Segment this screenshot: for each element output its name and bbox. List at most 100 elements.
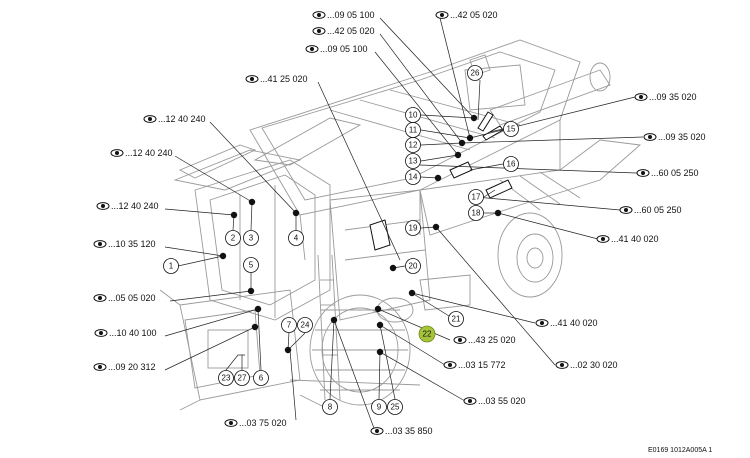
eye-icon bbox=[453, 336, 467, 344]
marker-10: 10 bbox=[405, 107, 421, 123]
leader-line bbox=[411, 292, 536, 324]
svg-text:21: 21 bbox=[452, 315, 461, 324]
leader-line bbox=[225, 354, 245, 371]
leader-line bbox=[420, 129, 471, 139]
leader-line bbox=[483, 189, 496, 198]
callout-text: ...03 15 772 bbox=[458, 360, 506, 370]
leader-line bbox=[378, 351, 381, 400]
callout: ...10 40 100 bbox=[94, 328, 157, 338]
leader-line bbox=[469, 96, 636, 139]
marker-12: 12 bbox=[405, 137, 421, 153]
callout-text: ...09 35 020 bbox=[649, 92, 697, 102]
marker-27: 27 bbox=[234, 370, 250, 386]
marker-18: 18 bbox=[468, 205, 484, 221]
callout: ...12 40 240 bbox=[110, 148, 173, 158]
decal-26 bbox=[477, 111, 494, 132]
marker-16: 16 bbox=[503, 156, 519, 172]
eye-icon bbox=[634, 93, 648, 101]
marker-23: 23 bbox=[218, 370, 234, 386]
marker-9: 9 bbox=[371, 399, 387, 415]
callout-text: ...12 40 240 bbox=[111, 201, 159, 211]
eye-icon bbox=[143, 115, 157, 123]
marker-4: 4 bbox=[288, 230, 304, 246]
leader-line bbox=[164, 308, 259, 337]
callout: ...43 25 020 bbox=[453, 335, 516, 345]
callout: ...09 35 020 bbox=[634, 92, 697, 102]
eye-icon bbox=[93, 240, 107, 248]
svg-text:14: 14 bbox=[409, 173, 418, 182]
machine-outline bbox=[159, 39, 642, 411]
eye-icon bbox=[535, 319, 549, 327]
callout-text: ...09 05 100 bbox=[327, 10, 375, 20]
leader-line bbox=[289, 349, 297, 421]
marker-19: 19 bbox=[405, 220, 421, 236]
callout-text: ...60 05 250 bbox=[651, 168, 699, 178]
callout: ...12 40 240 bbox=[96, 201, 159, 211]
svg-text:6: 6 bbox=[259, 374, 264, 383]
marker-5: 5 bbox=[243, 257, 259, 273]
svg-text:9: 9 bbox=[377, 403, 382, 412]
callout: ...05 05 020 bbox=[93, 293, 156, 303]
leader-line bbox=[411, 292, 450, 317]
leader-line bbox=[164, 246, 224, 257]
leader-line bbox=[379, 17, 475, 119]
marker-20: 20 bbox=[405, 258, 421, 274]
callout-text: ...09 20 312 bbox=[108, 362, 156, 372]
svg-text:20: 20 bbox=[409, 262, 418, 271]
eye-icon bbox=[619, 206, 633, 214]
callout-text: ...09 05 100 bbox=[320, 44, 368, 54]
callout-text: ...41 40 020 bbox=[611, 234, 659, 244]
svg-text:15: 15 bbox=[507, 125, 516, 134]
leader-line bbox=[164, 326, 256, 371]
svg-text:16: 16 bbox=[507, 160, 516, 169]
leader-line bbox=[169, 290, 252, 302]
callout-text: ...12 40 240 bbox=[158, 114, 206, 124]
callout: ...60 05 250 bbox=[619, 205, 682, 215]
callout-text: ...60 05 250 bbox=[634, 205, 682, 215]
marker-13: 13 bbox=[405, 153, 421, 169]
leader-line bbox=[419, 164, 638, 174]
leader-line bbox=[379, 324, 446, 366]
leader-line bbox=[469, 163, 504, 171]
svg-text:3: 3 bbox=[249, 234, 254, 243]
eye-icon bbox=[312, 27, 326, 35]
marker-24: 24 bbox=[297, 317, 313, 333]
callout-text: ...12 40 240 bbox=[125, 148, 173, 158]
svg-text:7: 7 bbox=[287, 321, 292, 330]
callout-text: ...42 05 020 bbox=[327, 26, 375, 36]
callout: ...09 05 100 bbox=[312, 10, 375, 20]
callout-text: ...03 35 850 bbox=[385, 426, 433, 436]
leader-line bbox=[177, 255, 224, 267]
callout-text: ...05 05 020 bbox=[108, 293, 156, 303]
marker-26: 26 bbox=[467, 65, 483, 81]
callout: ...41 40 020 bbox=[596, 234, 659, 244]
leader-line bbox=[420, 142, 463, 146]
callout-text: ...42 05 020 bbox=[450, 10, 498, 20]
callout-text: ...02 30 020 bbox=[570, 360, 618, 370]
callout: ...41 40 020 bbox=[535, 318, 598, 328]
decal-16 bbox=[449, 161, 473, 179]
leader-line bbox=[374, 51, 459, 156]
callout-text: ...10 40 100 bbox=[109, 328, 157, 338]
svg-text:23: 23 bbox=[222, 374, 231, 383]
leader-line bbox=[379, 33, 463, 144]
leader-line bbox=[329, 319, 335, 400]
leader-line bbox=[377, 308, 451, 341]
marker-8: 8 bbox=[322, 399, 338, 415]
svg-text:19: 19 bbox=[409, 224, 418, 233]
svg-text:17: 17 bbox=[472, 193, 481, 202]
callout-text: ...09 35 020 bbox=[658, 132, 706, 142]
callout-text: ...03 55 020 bbox=[478, 396, 526, 406]
marker-21: 21 bbox=[448, 311, 464, 327]
leader-line bbox=[257, 308, 262, 371]
eye-icon bbox=[93, 363, 107, 371]
leader-line bbox=[174, 155, 253, 203]
leader-line bbox=[333, 319, 376, 432]
leader-line bbox=[489, 128, 504, 133]
callout: ...03 75 020 bbox=[224, 418, 287, 428]
callout-text: ...41 40 020 bbox=[550, 318, 598, 328]
svg-text:10: 10 bbox=[409, 111, 418, 120]
eye-icon bbox=[93, 294, 107, 302]
callout: ...09 20 312 bbox=[93, 362, 156, 372]
